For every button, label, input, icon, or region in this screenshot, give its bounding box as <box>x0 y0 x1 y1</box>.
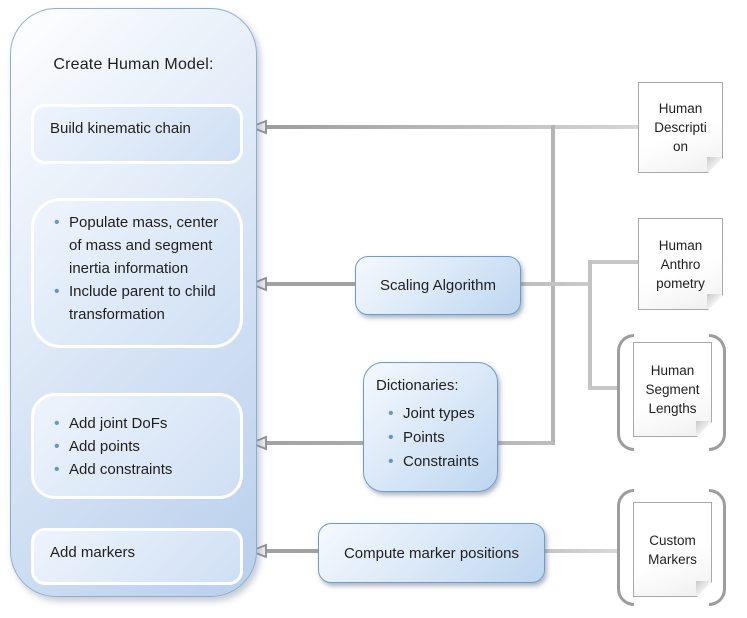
doc-label-line: Anthro <box>660 256 701 272</box>
connector-custommarkers-to-compute <box>545 549 618 553</box>
step-label: Build kinematic chain <box>50 120 191 137</box>
step-populate-mass: Populate mass, center of mass and segmen… <box>31 198 243 348</box>
bullet-item: Populate mass, center of mass and segmen… <box>54 211 224 280</box>
doc-label-line: Custom <box>649 532 696 548</box>
compute-marker-positions-label: Compute marker positions <box>343 544 520 562</box>
bullet-item: Add joint DoFs <box>54 412 224 435</box>
doc-label-line: Human <box>650 363 695 378</box>
bullet-item: Add points <box>54 435 224 458</box>
doc-human-description: Human Descripti on <box>638 82 723 173</box>
scaling-algorithm-box: Scaling Algorithm <box>355 256 521 315</box>
doc-label-line: pometry <box>656 275 705 291</box>
connector-description-to-kinematic <box>264 125 638 129</box>
doc-custom-markers: Custom Markers <box>633 502 712 597</box>
page-fold-icon <box>707 294 722 309</box>
dictionaries-box: Dictionaries: Joint types Points Constra… <box>363 362 498 492</box>
connector-bracket-top-stub <box>588 260 638 264</box>
dictionaries-title: Dictionaries: <box>376 377 459 394</box>
doc-label-line: Descripti <box>654 120 707 135</box>
left-bracket-icon <box>617 334 634 451</box>
connector-bracket-bottom-stub <box>588 386 618 390</box>
bullet-item: Constraints <box>388 450 483 474</box>
step-label: Add markers <box>50 544 136 561</box>
arrow-left-icon <box>248 276 267 292</box>
arrow-left-icon <box>248 119 267 135</box>
compute-marker-positions-box: Compute marker positions <box>318 523 545 583</box>
bullet-item: Points <box>388 426 483 450</box>
connector-compute-to-markers <box>264 549 318 553</box>
doc-label-line: Human <box>658 101 703 116</box>
bullet-item: Joint types <box>388 402 483 426</box>
doc-label-line: Segment <box>645 382 700 397</box>
connector-bracket-vertical <box>588 260 592 390</box>
bullet-item: Include parent to child transformation <box>54 280 224 326</box>
left-bracket-icon <box>617 489 634 606</box>
create-human-model-panel: Create Human Model: Build kinematic chai… <box>10 8 257 597</box>
step-add-joints-points-constraints: Add joint DoFs Add points Add constraint… <box>31 393 243 499</box>
arrow-left-icon <box>248 543 267 559</box>
page-fold-icon <box>707 157 722 172</box>
doc-label-line: on <box>672 139 689 154</box>
arrow-left-icon <box>248 435 267 451</box>
panel-title: Create Human Model: <box>53 56 214 73</box>
step-add-markers: Add markers <box>31 528 243 585</box>
doc-label-line: Human <box>658 237 703 253</box>
bullet-item: Add constraints <box>54 458 224 481</box>
connector-scaling-to-populate <box>264 282 355 286</box>
connector-scaling-to-sources <box>521 282 590 286</box>
doc-label-line: Lengths <box>648 401 697 416</box>
step-build-kinematic-chain: Build kinematic chain <box>31 104 243 164</box>
doc-human-segment-lengths: Human Segment Lengths <box>633 342 712 437</box>
doc-label-line: Markers <box>648 551 697 567</box>
scaling-algorithm-label: Scaling Algorithm <box>380 277 496 294</box>
doc-human-anthropometry: Human Anthro pometry <box>638 218 723 310</box>
